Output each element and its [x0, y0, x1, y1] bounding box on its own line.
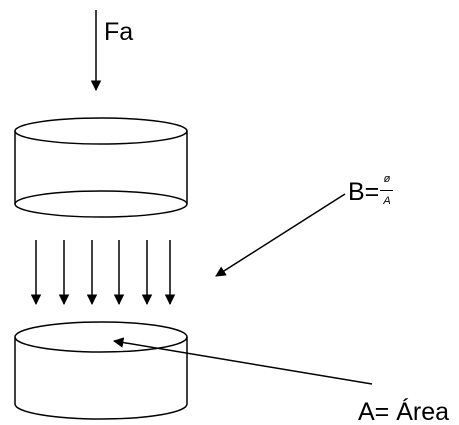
top-cylinder — [14, 117, 188, 218]
area-pointer — [112, 337, 373, 385]
force-label: Fa — [104, 18, 134, 46]
flux-density-pointer — [215, 193, 346, 277]
fraction-bar — [380, 190, 393, 191]
area-symbol: A — [383, 195, 391, 207]
flux-symbol: ø — [383, 173, 391, 185]
flux-density-label: B= — [348, 178, 380, 206]
bottom-cylinder — [14, 321, 188, 420]
field-lines — [30, 240, 176, 306]
area-label: A= Área — [358, 398, 450, 425]
